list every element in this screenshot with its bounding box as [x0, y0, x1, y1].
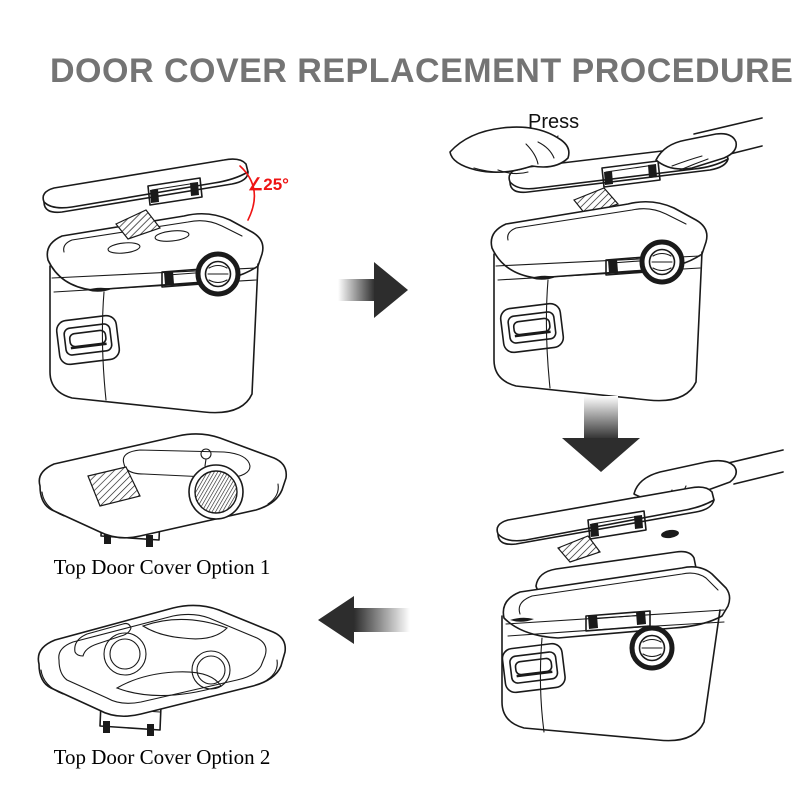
open-cooler [501, 550, 731, 742]
step2-press-door-figure [449, 117, 763, 402]
cup-holder-left [103, 632, 147, 676]
press-annotation: Press [528, 111, 580, 133]
cooler-body [501, 609, 725, 742]
angle-annotation: ∠25° [248, 175, 289, 194]
door-hinge-bracket [587, 510, 647, 540]
open-top-rim [502, 566, 731, 639]
side-vent-slot [510, 617, 534, 622]
step3-lift-cover-figure [496, 449, 784, 742]
side-vent-slot [86, 287, 112, 292]
arrow-down-icon [562, 396, 640, 472]
arrow-right-icon [338, 262, 408, 318]
side-handle [499, 302, 565, 354]
angle-arc [239, 165, 256, 221]
cooler-body [493, 239, 703, 402]
drain-plug [629, 625, 675, 671]
door-cover-option2-figure [37, 604, 287, 736]
drain-plug [195, 251, 241, 297]
option1-caption: Top Door Cover Option 1 [53, 555, 271, 579]
door-cover-option1-figure [38, 433, 288, 547]
cooler [490, 200, 708, 402]
door-hinge-bracket [147, 177, 203, 206]
recess-left [74, 622, 132, 657]
step1-cooler-door-open-25deg-figure [42, 158, 264, 414]
recess-oval [122, 449, 251, 479]
door-hinge-bracket [601, 160, 661, 188]
fan-grille [188, 464, 244, 520]
page-title: DOOR COVER REPLACEMENT PROCEDURE [50, 52, 794, 90]
removed-top-door [496, 486, 715, 563]
side-handle [501, 642, 566, 694]
cooler-body [49, 251, 259, 414]
open-top-door [42, 158, 249, 214]
arrow-left-icon [318, 596, 410, 644]
cover-outline [38, 433, 288, 539]
side-vent-slot [530, 275, 556, 280]
drain-plug [639, 239, 685, 285]
cover-outline [37, 604, 287, 718]
vent-grille [87, 466, 141, 507]
side-handle [55, 314, 121, 366]
pressing-left-hand [449, 126, 570, 175]
option2-caption: Top Door Cover Option 2 [53, 745, 271, 769]
tray-inset [58, 613, 267, 704]
recess-top [141, 618, 229, 640]
pressing-right-hand [655, 117, 763, 171]
recess-bottom [115, 671, 222, 697]
